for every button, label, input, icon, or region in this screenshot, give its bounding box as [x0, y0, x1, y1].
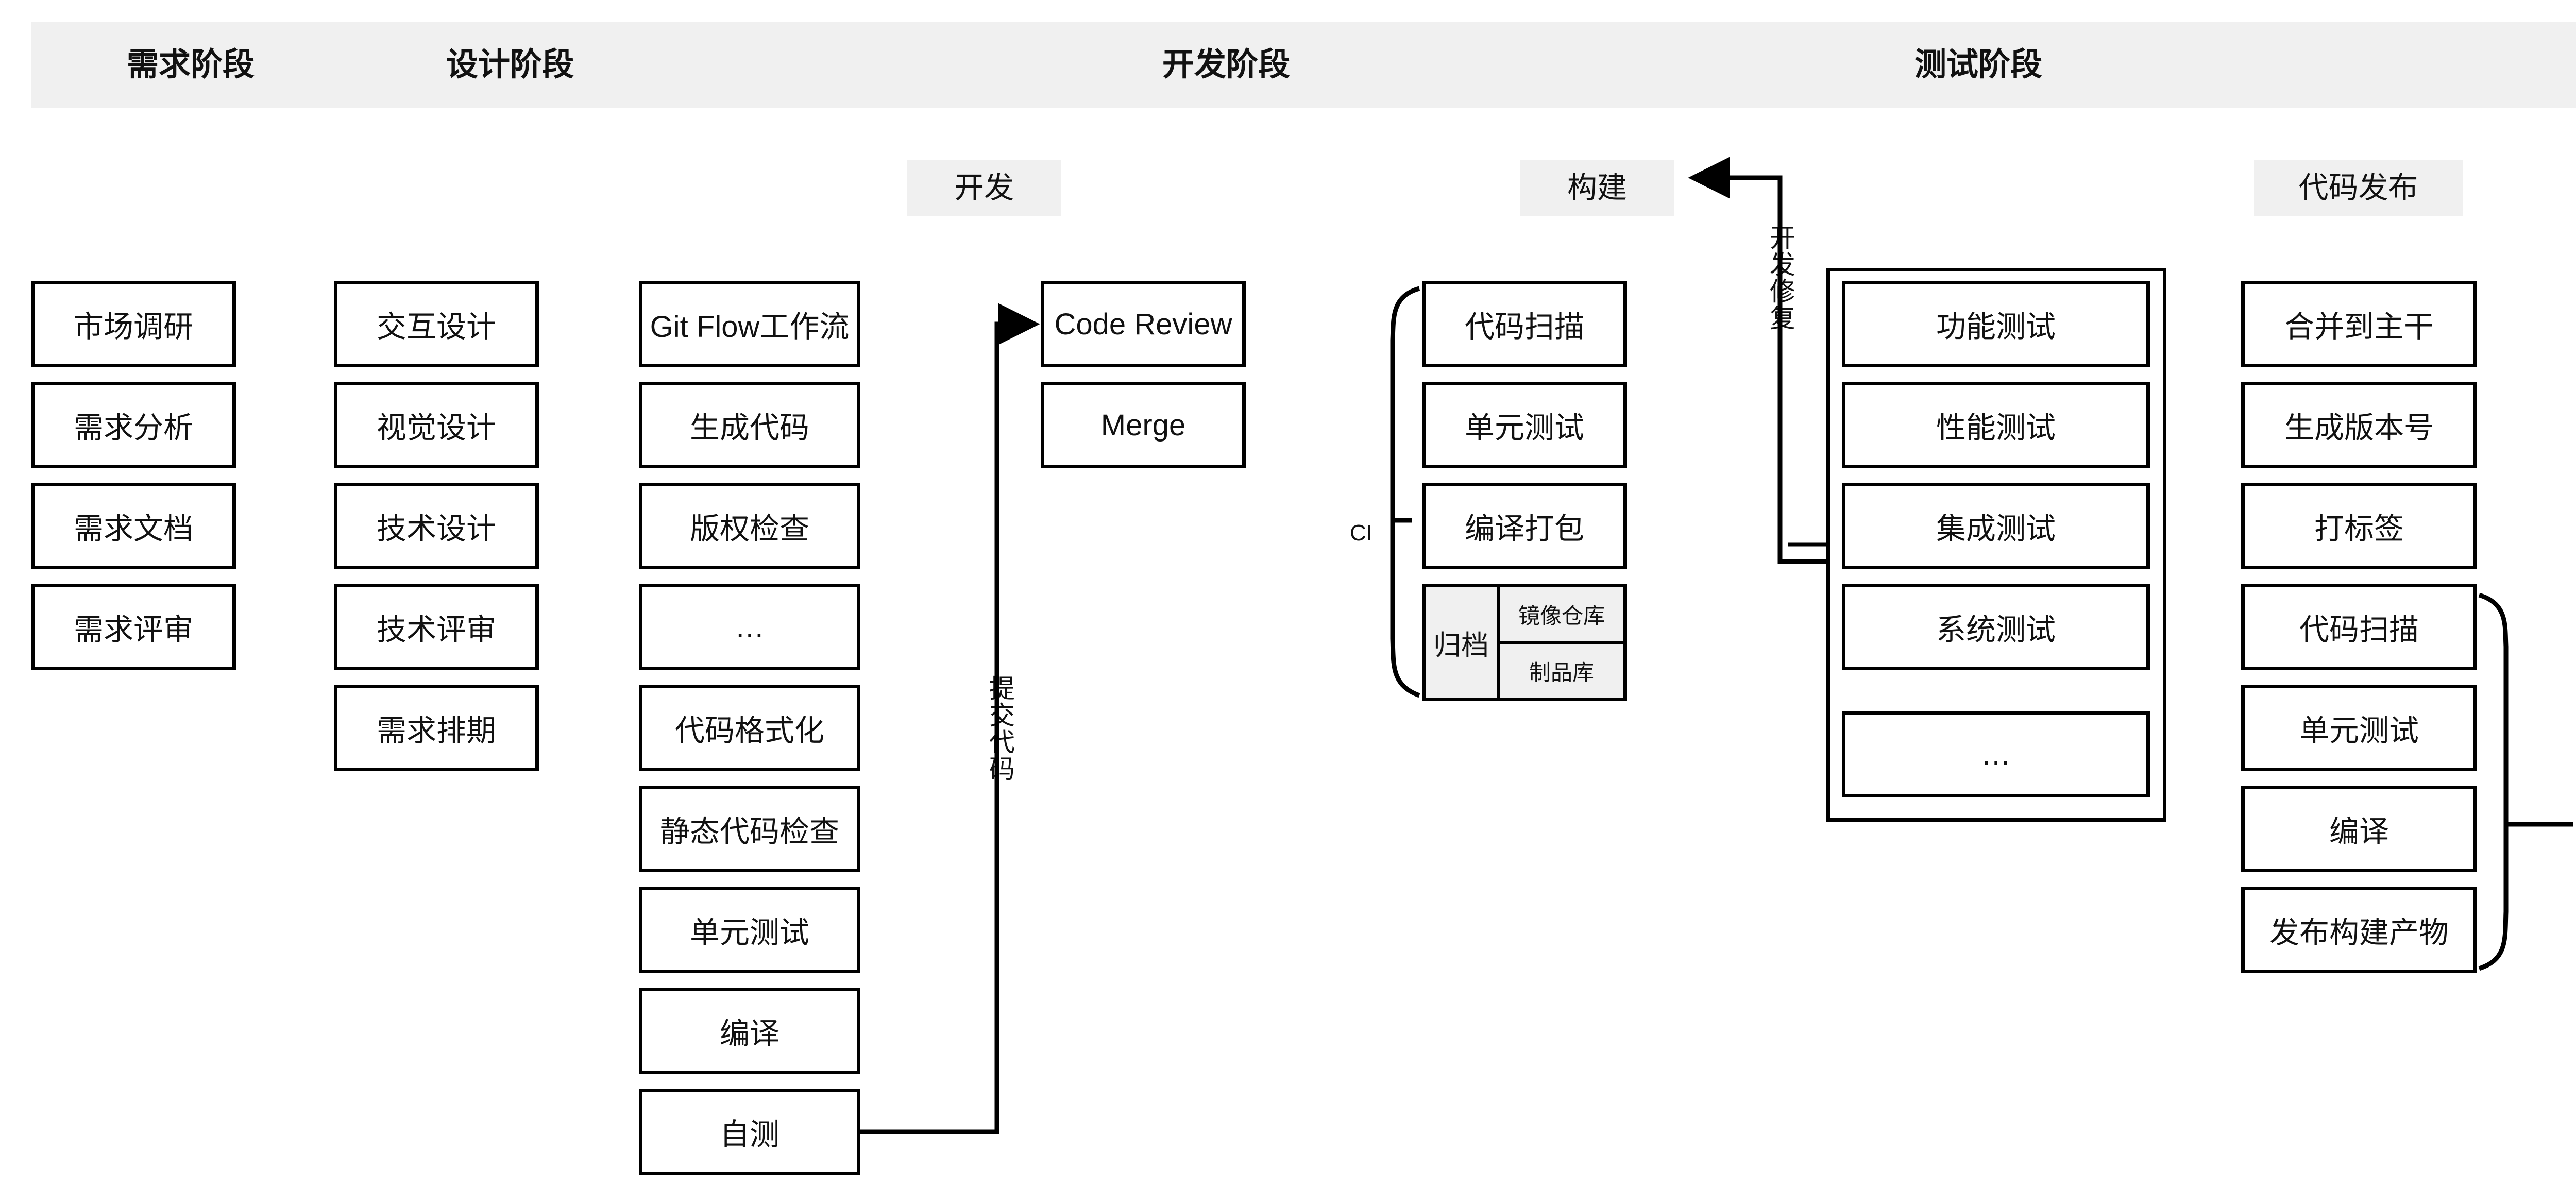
node-requirement-0[interactable]: 市场调研 [31, 281, 236, 367]
node-test-4[interactable]: … [1842, 711, 2150, 797]
node-build-2[interactable]: 编译打包 [1422, 483, 1627, 569]
ci-label-build: CI [1350, 520, 1372, 546]
node-test-2[interactable]: 集成测试 [1842, 483, 2150, 569]
node-code-release-5[interactable]: 编译 [2241, 786, 2477, 872]
phase-header-bar [31, 22, 2576, 108]
node-build-1[interactable]: 单元测试 [1422, 382, 1627, 468]
node-code-release-1[interactable]: 生成版本号 [2241, 382, 2477, 468]
node-test-0[interactable]: 功能测试 [1842, 281, 2150, 367]
node-development-0[interactable]: Git Flow工作流 [639, 281, 860, 367]
node-development-3[interactable]: … [639, 584, 860, 670]
node-development-2[interactable]: 版权检查 [639, 483, 860, 569]
node-review-1[interactable]: Merge [1041, 382, 1246, 468]
archive-repo-image[interactable]: 镜像仓库 [1518, 603, 1605, 628]
phase-label-release: 发布阶段 [2174, 22, 2576, 108]
node-test-1[interactable]: 性能测试 [1842, 382, 2150, 468]
node-code-release-0[interactable]: 合并到主干 [2241, 281, 2477, 367]
archive-repos: 镜像仓库 制品库 [1500, 587, 1623, 698]
connector-label-dev-fix: 开发修复 [1766, 224, 1795, 331]
node-requirement-3[interactable]: 需求评审 [31, 584, 236, 670]
group-chip-code-release: 代码发布 [2254, 160, 2463, 216]
node-development-8[interactable]: 自测 [639, 1089, 860, 1175]
ci-brace-build [1390, 286, 1420, 698]
connector-dev-fix [1688, 157, 1826, 564]
phase-label-design: 设计阶段 [446, 47, 574, 82]
node-design-0[interactable]: 交互设计 [334, 281, 539, 367]
node-design-4[interactable]: 需求排期 [334, 685, 539, 771]
node-requirement-1[interactable]: 需求分析 [31, 382, 236, 468]
node-code-release-3[interactable]: 代码扫描 [2241, 584, 2477, 670]
group-chip-build: 构建 [1520, 160, 1674, 216]
node-test-3[interactable]: 系统测试 [1842, 584, 2150, 670]
archive-repo-artifact[interactable]: 制品库 [1500, 641, 1623, 698]
node-code-release-2[interactable]: 打标签 [2241, 483, 2477, 569]
connector-label-submit-code: 提交代码 [986, 675, 1014, 782]
node-development-1[interactable]: 生成代码 [639, 382, 860, 468]
node-code-release-4[interactable]: 单元测试 [2241, 685, 2477, 771]
node-code-release-6[interactable]: 发布构建产物 [2241, 887, 2477, 973]
node-design-3[interactable]: 技术评审 [334, 584, 539, 670]
node-development-5[interactable]: 静态代码检查 [639, 786, 860, 872]
ci-brace-code-release [2478, 592, 2509, 971]
node-review-0[interactable]: Code Review [1041, 281, 1246, 367]
group-chip-development: 开发 [907, 160, 1061, 216]
node-development-7[interactable]: 编译 [639, 988, 860, 1074]
node-requirement-2[interactable]: 需求文档 [31, 483, 236, 569]
phase-label-requirement: 需求阶段 [126, 47, 255, 82]
node-build-archive[interactable]: 归档 镜像仓库 制品库 [1422, 584, 1627, 701]
phase-label-development: 开发阶段 [1162, 47, 1290, 82]
archive-label: 归档 [1426, 587, 1500, 698]
node-design-1[interactable]: 视觉设计 [334, 382, 539, 468]
node-development-6[interactable]: 单元测试 [639, 887, 860, 973]
node-development-4[interactable]: 代码格式化 [639, 685, 860, 771]
node-build-0[interactable]: 代码扫描 [1422, 281, 1627, 367]
node-design-2[interactable]: 技术设计 [334, 483, 539, 569]
phase-label-test: 测试阶段 [1914, 47, 2042, 82]
